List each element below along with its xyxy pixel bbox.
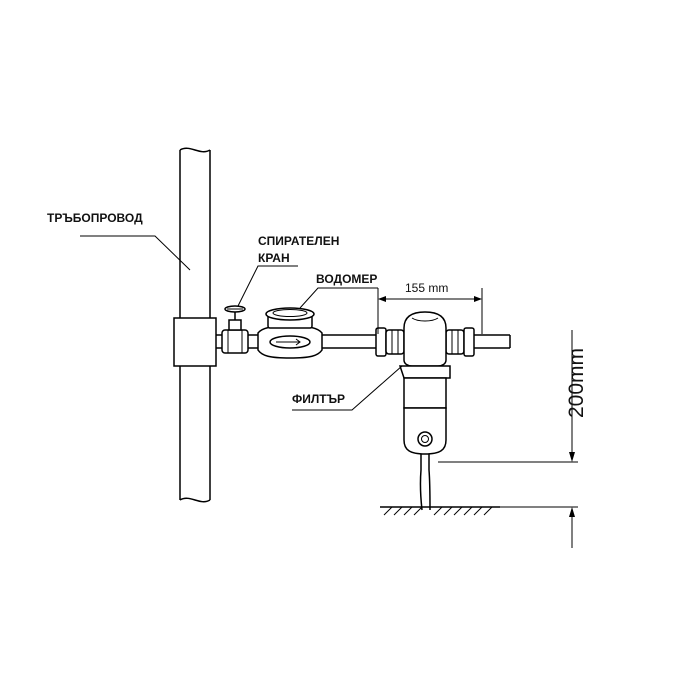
pipeline-label-group: ТРЪБОПРОВОД [47, 211, 191, 271]
water-meter-icon [248, 307, 323, 359]
shutoff-valve-label-line2: КРАН [258, 251, 290, 265]
width-dimension-label: 155 mm [405, 281, 448, 295]
height-dimension: 200mm [438, 330, 588, 548]
height-dimension-label: 200mm [565, 348, 588, 418]
pipe-meter-to-filter [322, 334, 376, 349]
width-dimension: 155 mm [377, 281, 483, 334]
pipeline-label: ТРЪБОПРОВОД [47, 211, 143, 225]
water-meter-label-group: ВОДОМЕР [299, 272, 378, 309]
shutoff-valve-label-line1: СПИРАТЕЛЕН [258, 234, 339, 248]
water-meter-label: ВОДОМЕР [316, 272, 377, 286]
filter-label: ФИЛТЪР [292, 392, 345, 406]
floor [380, 506, 500, 516]
filter-label-group: ФИЛТЪР [292, 365, 403, 411]
shutoff-valve-icon [221, 305, 249, 354]
main-pipeline [173, 147, 217, 503]
outgoing-pipe [474, 334, 511, 349]
valve-label-group: СПИРАТЕЛЕН КРАН [237, 234, 339, 307]
filter-icon [375, 311, 475, 511]
